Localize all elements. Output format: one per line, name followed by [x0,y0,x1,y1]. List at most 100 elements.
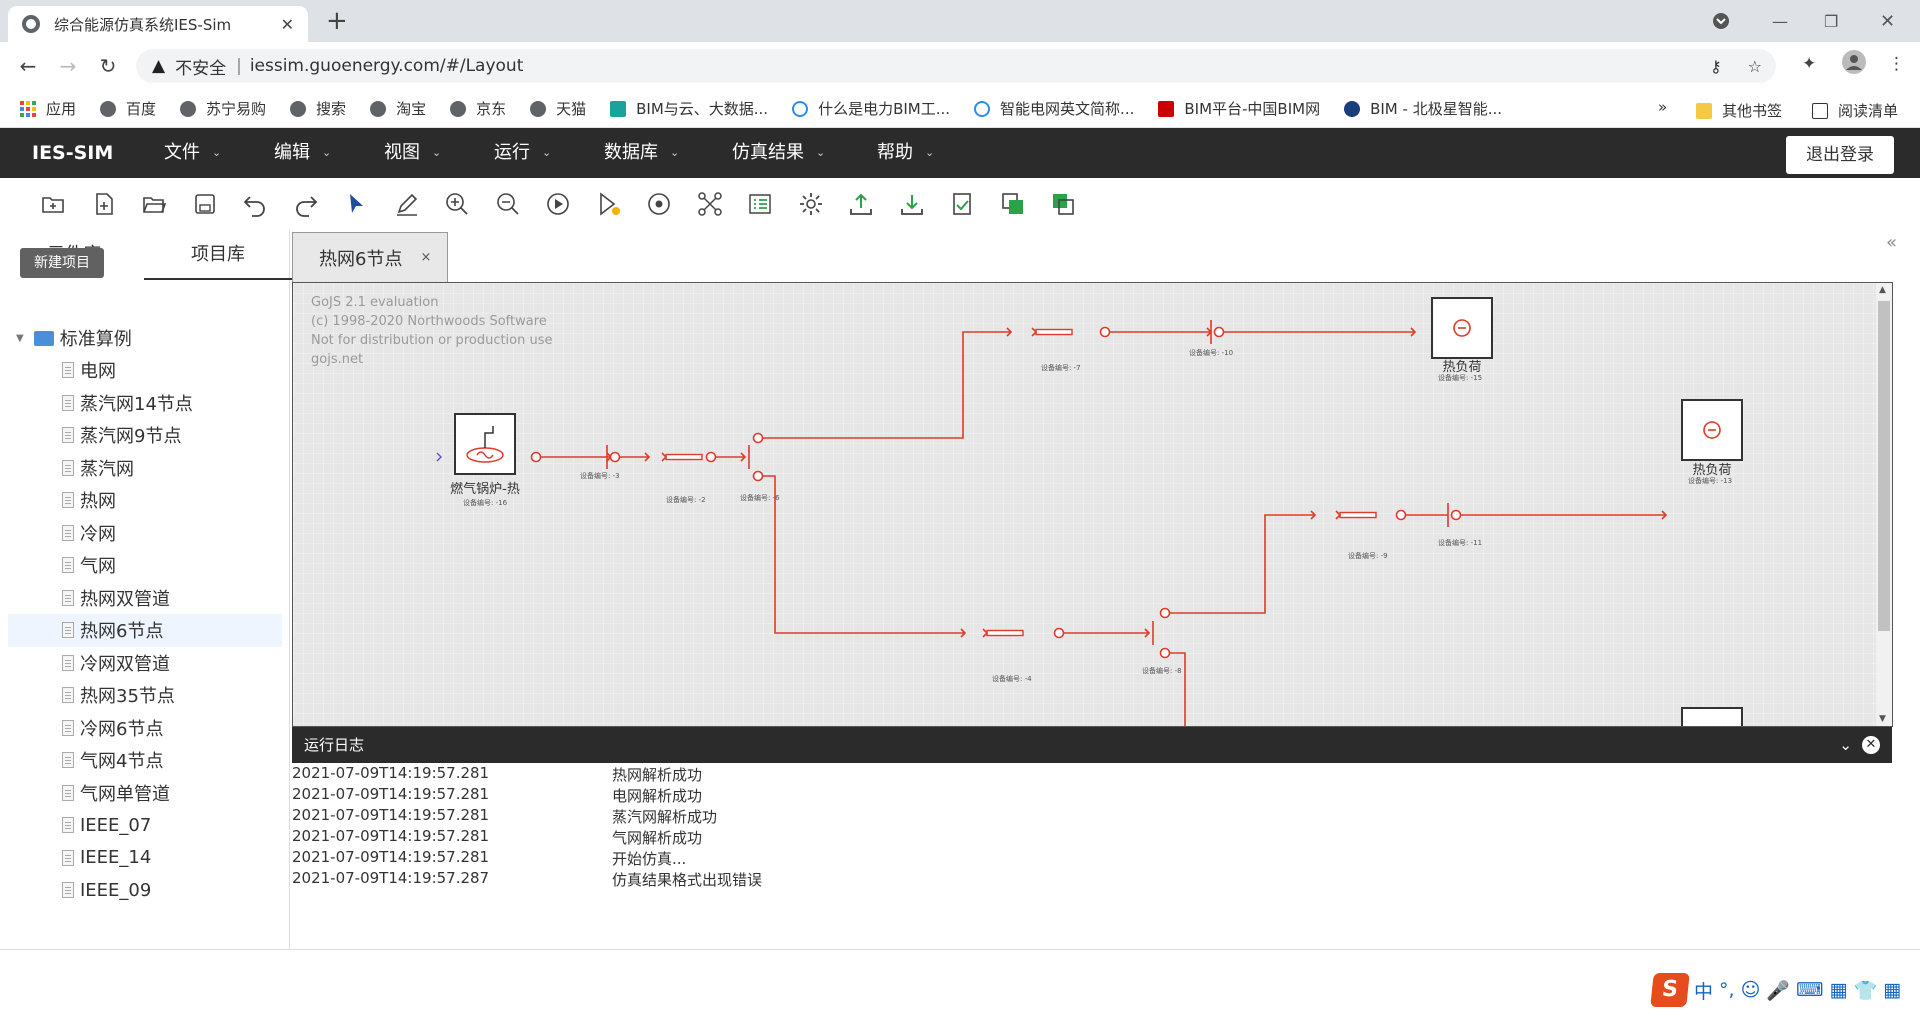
open-folder-icon[interactable] [141,191,167,217]
tree-item[interactable]: IEEE_07 [0,809,290,842]
menu-sim-results[interactable]: 仿真结果⌄ [732,128,825,178]
collapse-panel-icon[interactable]: « [1886,232,1898,253]
menu-grid-icon[interactable]: ▦ [1883,979,1902,1001]
url-text[interactable]: iessim.guoenergy.com/#/Layout [249,56,524,76]
tree-item[interactable]: 气网单管道 [0,777,290,810]
bookmark-item[interactable]: 天猫 [530,98,586,119]
record-icon[interactable] [646,191,672,217]
new-tab-icon[interactable]: + [326,6,348,36]
bookmark-label: BIM平台-中国BIM网 [1184,100,1321,118]
profile-avatar[interactable] [1842,50,1866,79]
menu-view[interactable]: 视图⌄ [384,128,441,178]
close-tab-icon[interactable]: ✕ [280,14,294,34]
bookmark-item[interactable]: 苏宁易购 [180,98,266,119]
ime-lang[interactable]: 中 [1694,980,1714,1003]
tree-item[interactable]: 热网35节点 [0,679,290,712]
ime-toolbar[interactable]: S 中 °, ☺ 🎤 ⌨ ▦ 👕 ▦ [1650,970,1902,1010]
download-icon[interactable] [899,191,925,217]
save-icon[interactable] [192,191,218,217]
chevron-down-icon[interactable]: ⌄ [1839,736,1852,754]
extensions-icon[interactable]: ✦ [1802,54,1817,74]
bookmark-item[interactable]: BIM - 北极星智能... [1344,98,1502,119]
bookmark-item[interactable]: 智能电网英文简称... [974,98,1134,119]
tree-item[interactable]: 气网4节点 [0,744,290,777]
other-bookmarks[interactable]: 其他书签 [1696,100,1782,121]
punct-icon[interactable]: °, [1719,979,1735,1001]
tree-item[interactable]: IEEE_09 [0,874,290,907]
forward-icon[interactable]: → [59,54,77,78]
bookmark-apps[interactable]: 应用 [20,98,76,119]
bookmark-item[interactable]: 百度 [100,98,156,119]
tree-item[interactable]: 冷网6节点 [0,712,290,745]
tree-item[interactable]: 冷网 [0,517,290,550]
reload-icon[interactable]: ↻ [99,54,117,78]
skin-icon[interactable]: 👕 [1853,979,1878,1002]
copy-icon[interactable] [1000,191,1026,217]
tree-item[interactable]: 电网 [0,354,290,387]
edit-pencil-icon[interactable] [394,191,420,217]
tree-folder[interactable]: ▼标准算例 [16,329,132,350]
scroll-thumb[interactable] [1878,301,1890,631]
bookmark-item[interactable]: BIM平台-中国BIM网 [1158,98,1320,119]
close-icon[interactable]: ✕ [1862,736,1880,754]
tree-item[interactable]: 热网双管道 [0,582,290,615]
tree-item[interactable]: IEEE_14 [0,842,290,875]
upload-icon[interactable] [848,191,874,217]
editor-tabs: 热网6节点 × [292,230,1892,282]
key-icon[interactable]: ⚷ [1709,56,1722,76]
zoom-out-icon[interactable] [495,191,521,217]
tree-item[interactable]: 蒸汽网 [0,452,290,485]
check-document-icon[interactable] [949,191,975,217]
diagram-canvas[interactable]: GoJS 2.1 evaluation (c) 1998-2020 Northw… [292,282,1893,727]
run-step-icon[interactable] [596,191,622,217]
list-icon[interactable] [747,191,773,217]
tree-item[interactable]: 冷网双管道 [0,647,290,680]
reading-list[interactable]: 阅读清单 [1812,100,1898,121]
bookmark-item[interactable]: 什么是电力BIM工... [792,98,950,119]
bookmark-item[interactable]: 搜索 [290,98,346,119]
tab-search-icon[interactable] [1712,0,1730,42]
menu-help[interactable]: 帮助⌄ [877,128,934,178]
browser-tab[interactable]: 综合能源仿真系统IES-Sim ✕ [8,6,308,42]
bookmarks-overflow-icon[interactable]: » [1658,98,1668,116]
topology-icon[interactable] [697,191,723,217]
menu-database[interactable]: 数据库⌄ [604,128,679,178]
new-project-icon[interactable] [40,191,66,217]
new-file-icon[interactable] [91,191,117,217]
star-icon[interactable]: ☆ [1747,56,1762,76]
menu-run[interactable]: 运行⌄ [494,128,551,178]
bookmark-item[interactable]: BIM与云、大数据... [610,98,768,119]
bookmark-item[interactable]: 淘宝 [370,98,426,119]
close-icon[interactable]: × [420,250,432,265]
tab-heat-network-6[interactable]: 热网6节点 × [292,232,448,282]
tree-item[interactable]: 气网 [0,549,290,582]
emoji-icon[interactable]: ☺ [1740,979,1761,1001]
minimize-icon[interactable]: — [1772,11,1788,31]
keyboard-icon[interactable]: ⌨ [1796,979,1824,1001]
tree-item[interactable]: 热网 [0,484,290,517]
tree-item[interactable]: 蒸汽网14节点 [0,387,290,420]
toolbox-icon[interactable]: ▦ [1829,979,1848,1001]
tree-item[interactable]: 热网6节点 [8,614,282,647]
maximize-icon[interactable]: ❐ [1824,11,1839,31]
bookmark-item[interactable]: 京东 [450,98,506,119]
close-window-icon[interactable]: ✕ [1880,10,1896,32]
canvas-scrollbar[interactable]: ▲ ▼ [1876,283,1892,726]
undo-icon[interactable] [242,191,268,217]
zoom-in-icon[interactable] [444,191,470,217]
settings-gear-icon[interactable] [798,191,824,217]
menu-edit[interactable]: 编辑⌄ [274,128,331,178]
logout-button[interactable]: 退出登录 [1786,136,1894,174]
back-icon[interactable]: ← [19,54,37,78]
run-icon[interactable] [545,191,571,217]
menu-file[interactable]: 文件⌄ [164,128,221,178]
export-icon[interactable] [1050,191,1076,217]
select-pointer-icon[interactable] [343,191,369,217]
redo-icon[interactable] [293,191,319,217]
mic-icon[interactable]: 🎤 [1766,979,1791,1002]
omnibox[interactable]: ▲ 不安全 | iessim.guoenergy.com/#/Layout ⚷ … [136,49,1776,83]
tree-item[interactable]: 蒸汽网9节点 [0,419,290,452]
tab-project-library[interactable]: 项目库 [144,230,292,280]
more-menu-icon[interactable]: ⋮ [1888,54,1905,74]
